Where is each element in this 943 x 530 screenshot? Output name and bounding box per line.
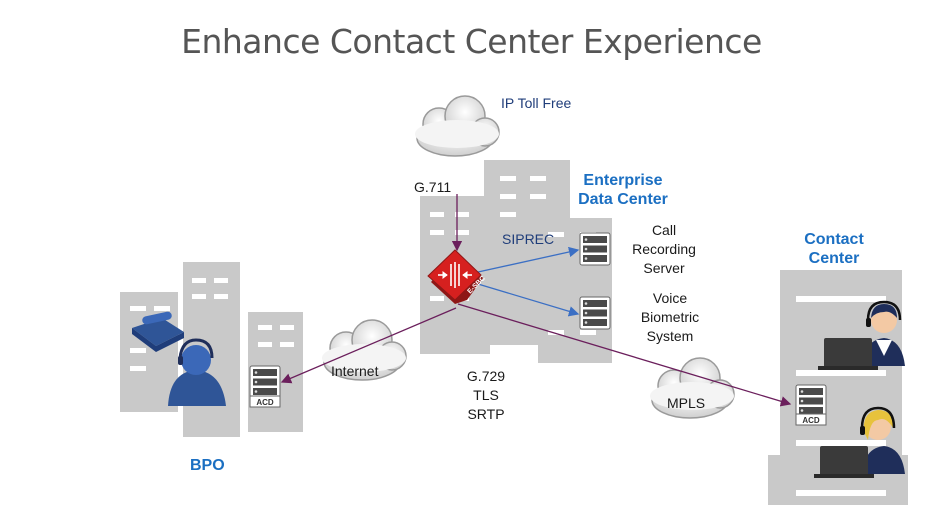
enterprise-label-line1: Enterprise [583, 172, 663, 189]
voice-biometric-line2: Biometric [640, 309, 700, 325]
call-recording-server-label: Call Recording Server [622, 221, 706, 278]
voice-biometric-system-label: Voice Biometric System [628, 289, 712, 346]
call-recording-line1: Call [651, 222, 677, 238]
link-sbc-to-call-recording [477, 246, 580, 273]
contact-center-line1: Contact [804, 231, 864, 248]
enterprise-data-center-label: Enterprise Data Center [568, 171, 678, 209]
internet-label: Internet [331, 363, 379, 379]
enterprise-label-line2: Data Center [578, 191, 668, 208]
page-title: Enhance Contact Center Experience [181, 22, 762, 61]
bpo-acd-label: ACD [256, 398, 274, 407]
phone-icon [132, 311, 184, 352]
contact-center-label: Contact Center [794, 230, 874, 268]
ip-toll-free-label: IP Toll Free [501, 95, 572, 111]
voice-biometric-server-icon [579, 296, 611, 330]
contact-center-agent-2-icon [814, 406, 905, 478]
mpls-label: MPLS [667, 395, 706, 411]
codec-line2: TLS [473, 387, 499, 403]
call-recording-line2: Recording [632, 241, 696, 257]
ip-toll-free-cloud-icon [414, 95, 500, 157]
connection-lines [280, 194, 792, 407]
contact-center-acd-label: ACD [802, 416, 820, 425]
call-recording-line3: Server [643, 260, 685, 276]
g711-label: G.711 [414, 179, 452, 195]
bpo-label: BPO [190, 457, 225, 474]
codec-label: G.729 TLS SRTP [456, 367, 516, 424]
call-recording-server-icon [579, 232, 611, 266]
link-sbc-to-voice-biometric [477, 283, 580, 317]
link-sbc-to-bpo [280, 307, 457, 384]
contact-center-line2: Center [808, 250, 860, 267]
voice-biometric-line1: Voice [652, 290, 688, 306]
siprec-label: SIPREC [502, 231, 555, 247]
bpo-acd-server-icon: ACD [249, 365, 281, 408]
bpo-agent-icon [168, 338, 226, 406]
contact-center-agent-1-icon [818, 300, 905, 370]
contact-center-acd-server-icon: ACD [795, 384, 827, 426]
link-sbc-to-contact-center [457, 303, 792, 407]
voice-biometric-line3: System [646, 328, 694, 344]
codec-line1: G.729 [466, 368, 506, 384]
codec-line3: SRTP [467, 406, 505, 422]
